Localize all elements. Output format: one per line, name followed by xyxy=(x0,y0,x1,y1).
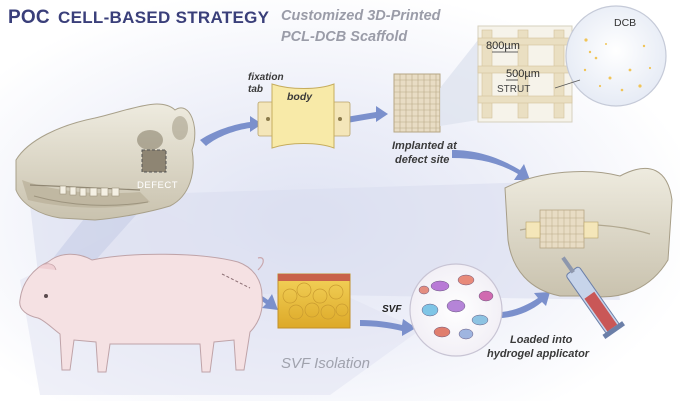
zoom-connector xyxy=(440,40,478,126)
svf-isolation-title: SVF Isolation xyxy=(281,355,370,372)
arrow-implanted-to-mandible xyxy=(452,150,530,180)
subtitle-line-2: PCL-DCB Scaffold xyxy=(281,29,407,45)
subtitle-line-1: Customized 3D-Printed xyxy=(281,8,441,24)
body-label: body xyxy=(287,91,312,103)
title-prefix: POC xyxy=(8,7,50,29)
spacing-800-label: 800µm xyxy=(486,40,520,52)
pig-skull xyxy=(16,104,195,220)
implanted-label-line2: defect site xyxy=(395,154,449,166)
loaded-label-line2: hydrogel applicator xyxy=(487,348,589,360)
fixation-tab-label-line2: tab xyxy=(248,84,263,95)
svf-dish xyxy=(410,264,502,356)
loaded-label-line1: Loaded into xyxy=(510,334,572,346)
title-main: CELL-BASED STRATEGY xyxy=(58,8,269,28)
adipose-tissue xyxy=(278,274,350,328)
strut-label: STRUT xyxy=(497,84,530,95)
fixation-tab-label-line1: fixation xyxy=(248,72,284,83)
mandible-implant xyxy=(505,168,672,339)
printed-scaffold xyxy=(394,74,440,132)
implanted-label-line1: Implanted at xyxy=(392,140,457,152)
spacing-500-label: 500µm xyxy=(506,68,540,80)
svf-label: SVF xyxy=(382,304,401,315)
defect-label: DEFECT xyxy=(137,180,178,191)
arrow-skull-to-scaffold xyxy=(200,116,262,146)
defect-marker xyxy=(142,150,166,172)
dcb-label: DCB xyxy=(614,17,636,29)
